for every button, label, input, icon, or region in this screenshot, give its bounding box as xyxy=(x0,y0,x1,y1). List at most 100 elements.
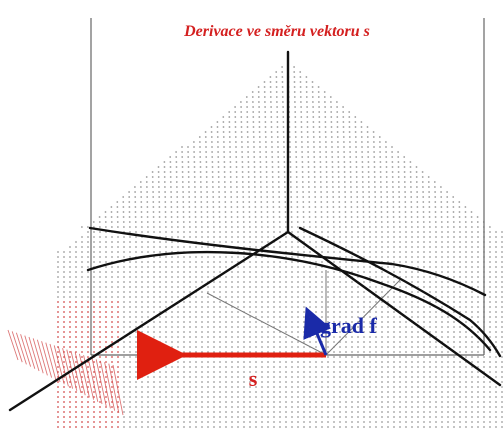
surface-dot xyxy=(189,296,191,298)
surface-dot xyxy=(151,171,154,173)
surface-dot xyxy=(111,281,113,283)
surface-dot xyxy=(327,376,329,378)
surface-dot xyxy=(141,316,143,318)
surface-dot xyxy=(423,371,425,373)
surface-dot xyxy=(255,276,257,278)
surface-dot xyxy=(501,241,503,243)
surface-dot xyxy=(471,251,473,253)
surface-dot xyxy=(312,126,315,128)
surface-dot xyxy=(141,396,143,398)
surface-dot xyxy=(207,271,209,273)
surface-dot xyxy=(169,161,172,163)
surface-dot xyxy=(211,156,214,158)
surface-dot xyxy=(264,111,267,113)
surface-dot xyxy=(285,261,287,263)
surface-dot xyxy=(257,91,260,93)
surface-dot xyxy=(501,336,503,338)
surface-dot xyxy=(465,331,467,333)
surface-dot xyxy=(134,211,137,213)
surface-dot xyxy=(243,346,245,348)
surface-dot xyxy=(381,396,383,398)
surface-dot xyxy=(428,201,431,203)
surface-dot xyxy=(135,251,137,253)
surface-dot xyxy=(99,421,101,423)
surface-dot xyxy=(441,381,443,383)
surface-dot xyxy=(319,181,322,183)
surface-dot xyxy=(434,206,437,208)
surface-dot xyxy=(129,321,131,323)
surface-dot xyxy=(237,266,239,268)
surface-dot xyxy=(129,341,131,343)
surface-dot xyxy=(375,391,377,393)
surface-dot xyxy=(306,126,309,128)
surface-dot xyxy=(129,371,131,373)
surface-dot xyxy=(129,231,131,233)
surface-dot xyxy=(392,186,394,188)
surface-dot xyxy=(453,321,455,323)
surface-dot xyxy=(349,181,352,183)
surface-dot xyxy=(229,141,231,143)
surface-dot xyxy=(188,221,191,223)
surface-dot xyxy=(375,406,377,408)
surface-dot xyxy=(441,241,443,243)
surface-dot xyxy=(392,206,395,208)
surface-dot xyxy=(170,186,172,188)
surface-dot xyxy=(141,341,143,343)
surface-dot xyxy=(393,241,395,243)
surface-dot xyxy=(326,206,329,208)
surface-dot xyxy=(63,281,65,283)
surface-dot xyxy=(189,226,191,228)
surface-dot xyxy=(489,406,491,408)
surface-dot xyxy=(385,181,388,183)
surface-dot xyxy=(453,421,455,423)
surface-dot xyxy=(177,336,179,338)
surface-dot xyxy=(248,191,251,193)
surface-dot xyxy=(195,306,197,308)
surface-dot xyxy=(279,351,281,353)
surface-dot xyxy=(189,231,191,233)
surface-dot xyxy=(344,221,347,223)
surface-dot xyxy=(266,201,269,203)
surface-dot xyxy=(399,331,401,333)
surface-dot xyxy=(225,336,227,338)
surface-dot xyxy=(183,286,185,288)
surface-dot xyxy=(147,311,149,313)
surface-dot xyxy=(81,251,83,253)
surface-dot xyxy=(255,371,257,373)
surface-dot xyxy=(380,186,382,188)
surface-dot xyxy=(362,186,364,188)
surface-dot xyxy=(87,276,89,278)
surface-dot xyxy=(213,371,215,373)
surface-dot xyxy=(57,326,59,328)
surface-dot xyxy=(255,226,257,228)
surface-dot xyxy=(171,411,173,413)
surface-dot xyxy=(216,136,219,138)
surface-dot xyxy=(213,241,215,243)
surface-dot xyxy=(314,191,316,193)
surface-dot xyxy=(435,296,437,298)
surface-dot xyxy=(270,111,273,113)
surface-dot xyxy=(348,116,351,118)
surface-dot xyxy=(117,311,119,313)
surface-dot xyxy=(354,126,357,128)
surface-dot xyxy=(189,351,191,353)
surface-dot xyxy=(356,186,358,188)
surface-dot xyxy=(117,241,119,243)
surface-dot xyxy=(234,116,237,118)
surface-dot xyxy=(343,156,346,158)
surface-dot xyxy=(355,171,358,173)
surface-dot xyxy=(446,221,449,223)
surface-dot xyxy=(297,426,299,428)
surface-dot xyxy=(446,211,449,213)
surface-dot xyxy=(297,416,299,418)
surface-dot xyxy=(255,426,257,428)
surface-dot xyxy=(441,366,443,368)
surface-dot xyxy=(248,216,251,218)
surface-dot xyxy=(189,336,191,338)
surface-dot xyxy=(416,186,418,188)
surface-dot xyxy=(228,126,231,128)
surface-dot xyxy=(63,421,65,423)
surface-dot xyxy=(428,211,431,213)
surface-dot xyxy=(153,271,155,273)
surface-dot xyxy=(219,386,221,388)
